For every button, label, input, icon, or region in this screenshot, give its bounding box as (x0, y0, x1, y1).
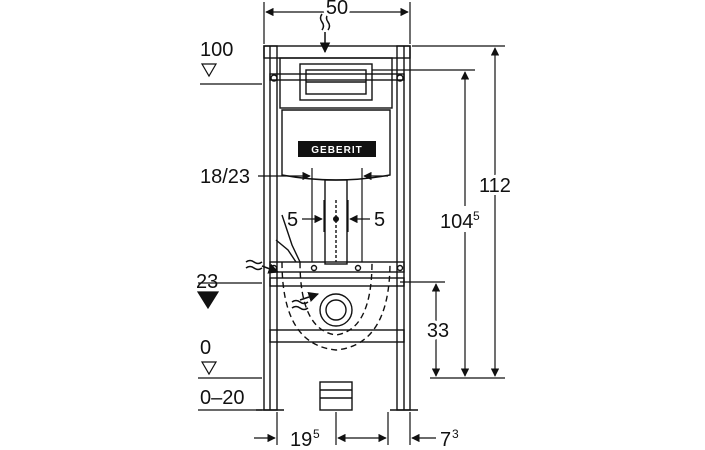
dim-offsets (302, 200, 370, 232)
flush-plate-housing (279, 57, 393, 109)
dim-total-height (412, 45, 505, 379)
dim-flush-pipe (258, 168, 388, 262)
floor-drain-stub (319, 381, 353, 411)
drain-flow-symbol (245, 259, 319, 311)
level-floor-label: 0 (200, 337, 211, 359)
dim-drain-height-label: 33 (427, 320, 449, 342)
flush-pipe (324, 179, 348, 265)
dim-inner-height-label: 104 5 (438, 206, 488, 233)
dim-bottom-left-label: 19 5 (290, 427, 320, 450)
flush-plate (299, 63, 373, 101)
dim-bottom (254, 412, 436, 445)
brand-logo: GEBERIT (311, 145, 362, 156)
dim-flush-pipe-label: 18/23 (200, 166, 250, 188)
water-supply-symbol (319, 13, 331, 54)
dim-offset-left-label: 5 (287, 209, 298, 231)
level-marker-top: 100 (200, 39, 262, 85)
dim-top-width-label: 50 (326, 0, 348, 19)
level-marker-drain: 23 (196, 271, 262, 310)
dim-total-height-label: 112 (479, 175, 511, 197)
dim-bottom-right-value: 7 (440, 429, 451, 450)
frame (256, 45, 418, 411)
dim-bottom-left-sup: 5 (313, 427, 320, 441)
level-marker-floor: 0 (198, 337, 262, 379)
dim-top-width (263, 2, 411, 44)
top-rail (263, 45, 411, 59)
bottom-rail (269, 329, 405, 343)
lower-rail (269, 277, 405, 287)
dim-drain-height (400, 281, 445, 377)
level-drain-label: 23 (196, 271, 218, 293)
dim-inner-height-sup: 5 (473, 209, 480, 223)
dim-bottom-left-value: 19 (290, 429, 312, 450)
logo-plate: GEBERIT (298, 141, 376, 157)
dim-offset-right-label: 5 (374, 209, 385, 231)
level-top-label: 100 (200, 39, 233, 61)
drain-outlet (319, 293, 353, 327)
wc-outline (281, 261, 391, 351)
dim-bottom-right-sup: 3 (452, 427, 459, 441)
dim-inner-height-value: 104 (440, 211, 473, 233)
dim-bottom-right-label: 7 3 (440, 427, 459, 450)
level-marker-floor-range: 0–20 (198, 387, 262, 411)
level-floor-range-label: 0–20 (200, 387, 245, 409)
center-mark (333, 216, 339, 222)
